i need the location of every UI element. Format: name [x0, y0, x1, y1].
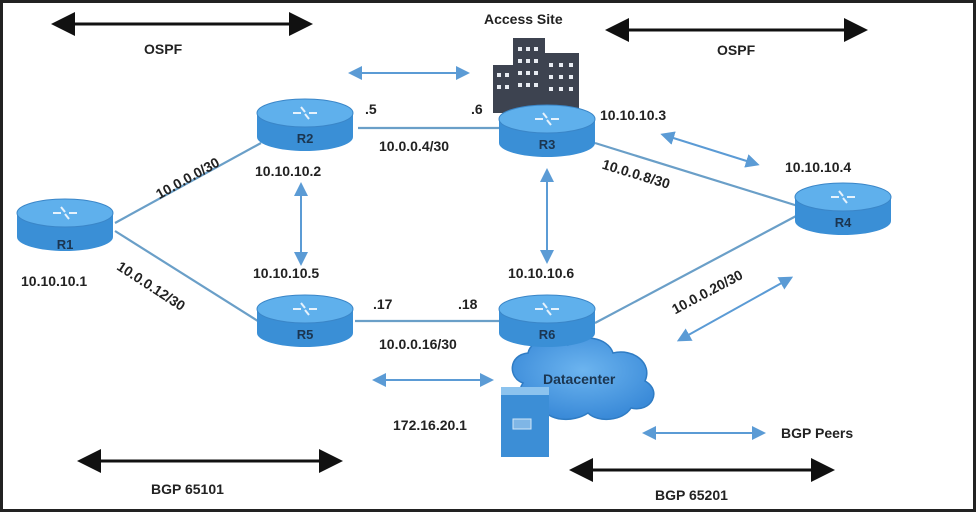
router-r3 [498, 104, 596, 157]
router-r4 [794, 182, 892, 235]
link-r6-r4 [594, 214, 799, 324]
link-r1-r5 [114, 230, 262, 324]
access-site-label: Access Site [484, 11, 563, 27]
r2-loopback: 10.10.10.2 [255, 163, 322, 179]
router-arrows-icon [293, 106, 317, 120]
host-r5-17: .17 [373, 296, 393, 312]
server-icon [501, 387, 549, 457]
host-r6-18: .18 [458, 296, 478, 312]
bgp-peers-legend: BGP Peers [781, 425, 854, 441]
router-arrows-icon [53, 206, 77, 220]
r4-name: R4 [834, 215, 852, 230]
host-r3-6: .6 [471, 101, 483, 117]
router-r6 [498, 294, 596, 347]
router-r5 [256, 294, 354, 347]
router-arrows-icon [293, 302, 317, 316]
ospf-left-label: OSPF [144, 41, 183, 57]
r6-loopback: 10.10.10.6 [508, 265, 575, 281]
server-ip-label: 172.16.20.1 [393, 417, 467, 433]
peer-arrow-r3-r4 [660, 131, 760, 168]
diagram-canvas [16, 12, 892, 482]
r1-loopback: 10.10.10.1 [21, 273, 88, 289]
r2-name: R2 [296, 131, 314, 146]
bgp-left-label: BGP 65101 [151, 481, 224, 497]
building-icon [493, 38, 579, 113]
r6-name: R6 [538, 327, 556, 342]
r1-name: R1 [56, 237, 74, 252]
router-r2 [256, 98, 354, 151]
router-arrows-icon [535, 112, 559, 126]
r5-name: R5 [296, 327, 314, 342]
subnet-r5-r6: 10.0.0.16/30 [379, 336, 457, 352]
subnet-r2-r3: 10.0.0.4/30 [379, 138, 450, 154]
link-r3-r4 [594, 141, 799, 208]
peer-arrow-r6-r4 [676, 276, 794, 342]
r3-loopback: 10.10.10.3 [600, 107, 667, 123]
ospf-right-label: OSPF [717, 42, 756, 58]
r3-name: R3 [538, 137, 556, 152]
r5-loopback: 10.10.10.5 [253, 265, 320, 281]
router-arrows-icon [831, 190, 855, 204]
datacenter-label: Datacenter [543, 371, 616, 387]
host-r2-5: .5 [365, 101, 377, 117]
link-r1-r2 [114, 142, 262, 224]
router-arrows-icon [535, 302, 559, 316]
r4-loopback: 10.10.10.4 [785, 159, 852, 175]
router-r1 [16, 198, 114, 251]
bgp-right-label: BGP 65201 [655, 487, 728, 503]
